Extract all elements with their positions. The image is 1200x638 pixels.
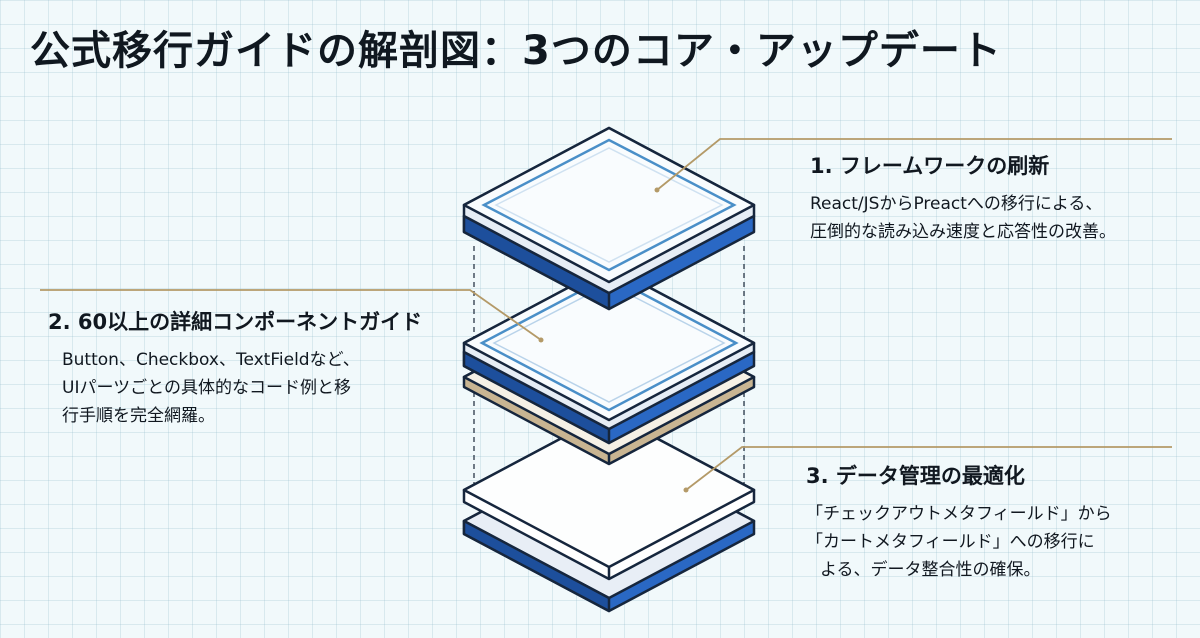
callout-components-line: UIパーツごとの具体的なコード例と移 bbox=[62, 378, 351, 398]
leader-line-framework bbox=[656, 138, 1172, 191]
callout-framework-line: 圧倒的な読み込み速度と応答性の改善。 bbox=[810, 222, 1116, 242]
callout-components-body: Button、Checkbox、TextFieldなど、 UIパーツごとの具体的… bbox=[48, 346, 422, 430]
callout-framework-heading: 1. フレームワークの刷新 bbox=[810, 154, 1050, 178]
middle-layer bbox=[462, 264, 756, 466]
top-layer bbox=[462, 126, 756, 311]
callout-data-body: 「チェックアウトメタフィールド」から 「カートメタフィールド」への移行に よる、… bbox=[806, 500, 1112, 584]
bottom-layer bbox=[462, 411, 756, 613]
callout-components-heading: 2. 60以上の詳細コンポーネントガイド bbox=[48, 310, 423, 334]
middle-layer-top-face bbox=[462, 264, 756, 422]
top-layer-inner-frame bbox=[481, 138, 737, 272]
callout-data-line: よる、データ整合性の確保。 bbox=[820, 560, 1041, 580]
page-title: 公式移行ガイドの解剖図：3つのコア・アップデート bbox=[30, 28, 1002, 74]
callout-framework-body: React/JSからPreactへの移行による、 圧倒的な読み込み速度と応答性の… bbox=[810, 190, 1116, 246]
top-layer-top-face bbox=[462, 126, 756, 284]
leader-dots bbox=[538, 187, 689, 493]
leader-line-data bbox=[685, 446, 1172, 491]
callout-data-line: 「カートメタフィールド」への移行に bbox=[806, 532, 1095, 552]
callout-components-line: 行手順を完全網羅。 bbox=[62, 406, 215, 426]
leader-line-components bbox=[40, 289, 542, 341]
callout-data-line: 「チェックアウトメタフィールド」から bbox=[806, 504, 1112, 524]
callout-framework: 1. フレームワークの刷新 React/JSからPreactへの移行による、 圧… bbox=[810, 150, 1116, 246]
callout-components-line: Button、Checkbox、TextFieldなど、 bbox=[62, 350, 360, 370]
callout-data-heading: 3. データ管理の最適化 bbox=[806, 464, 1025, 488]
callout-data: 3. データ管理の最適化 「チェックアウトメタフィールド」から 「カートメタフィ… bbox=[806, 460, 1112, 584]
callout-components: 2. 60以上の詳細コンポーネントガイド Button、Checkbox、Tex… bbox=[48, 306, 422, 430]
leader-lines bbox=[40, 138, 1172, 491]
middle-layer-inner-frame bbox=[479, 274, 739, 412]
callout-framework-line: React/JSからPreactへの移行による、 bbox=[810, 194, 1103, 214]
